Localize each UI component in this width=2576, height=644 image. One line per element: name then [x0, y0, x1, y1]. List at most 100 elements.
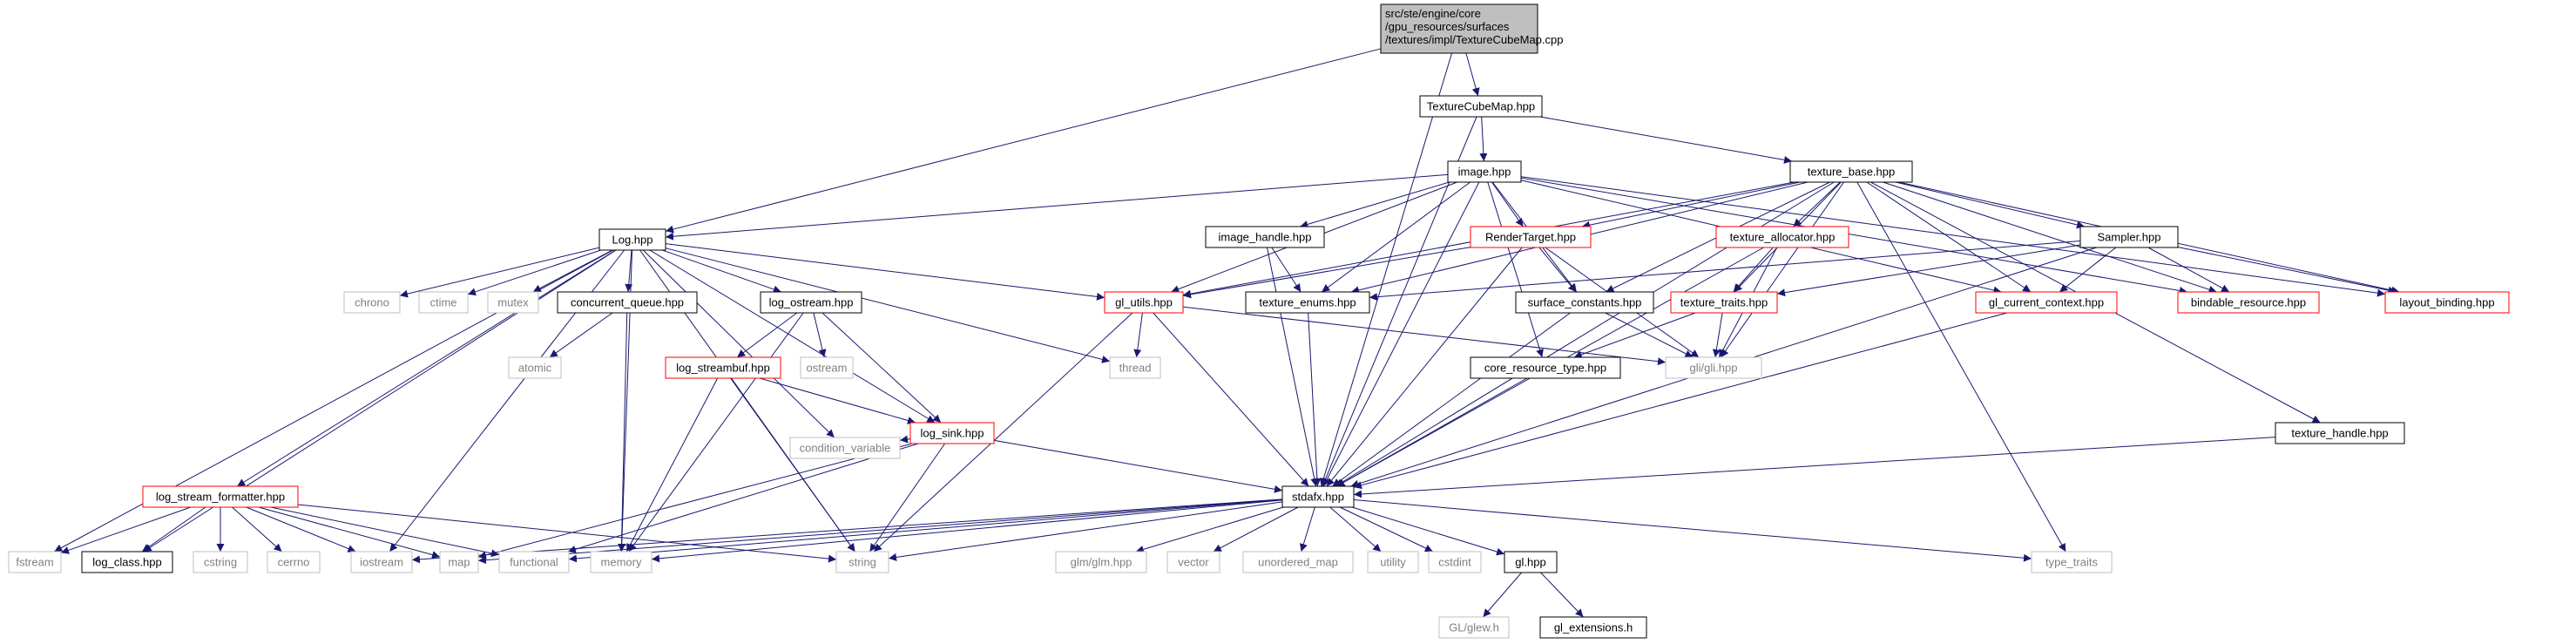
edge-surfconst-to-gli: [1605, 312, 1694, 358]
node-box: [350, 551, 413, 573]
edge-logsink-to-map: [477, 443, 913, 559]
node-logstreambuf[interactable]: log_streambuf.hpp: [665, 356, 781, 379]
node-tcm[interactable]: TextureCubeMap.hpp: [1419, 95, 1543, 118]
edge-rendertarget-to-stdafx: [1326, 247, 1523, 487]
edge-texenums-to-stdafx: [1308, 312, 1322, 487]
node-label: unordered_map: [1258, 556, 1338, 569]
node-label: core_resource_type.hpp: [1484, 362, 1606, 375]
node-typetraits: type_traits: [2031, 551, 2113, 573]
edge-log-to-cqueue: [625, 249, 633, 293]
edge-stdafx-to-string: [888, 501, 1283, 561]
node-box: [1281, 485, 1355, 508]
edge-logfmt-to-functional: [270, 506, 500, 558]
node-label: GL/glew.h: [1449, 621, 1499, 634]
node-box: [1715, 226, 1849, 248]
node-imghandle[interactable]: image_handle.hpp: [1205, 226, 1325, 248]
node-rendertarget[interactable]: RenderTarget.hpp: [1470, 226, 1592, 248]
edge-log-to-logsink: [649, 249, 936, 424]
edge-sampler-to-glctx: [2059, 247, 2117, 293]
node-box: [590, 551, 652, 573]
node-glctx[interactable]: gl_current_context.hpp: [1975, 291, 2118, 314]
node-box: [557, 291, 698, 314]
node-label: utility: [1380, 556, 1406, 569]
edge-cqueue-to-memory: [617, 312, 628, 552]
edge-texbase-to-rendertarget: [1581, 181, 1801, 229]
edge-stdafx-to-cstdint: [1339, 506, 1434, 552]
node-box: [835, 551, 889, 573]
edge-logostream-to-logsink: [821, 312, 942, 424]
node-box: [487, 291, 539, 314]
node-logclass[interactable]: log_class.hpp: [81, 551, 173, 573]
edge-layer: [54, 48, 2400, 618]
edge-stdafx-to-memory: [651, 499, 1283, 563]
node-cstdint: cstdint: [1428, 551, 1482, 573]
node-label: texture_base.hpp: [1808, 166, 1895, 179]
node-texhandle[interactable]: texture_handle.hpp: [2275, 422, 2405, 444]
node-image[interactable]: image.hpp: [1447, 160, 1522, 183]
node-logostream[interactable]: log_ostream.hpp: [760, 291, 862, 314]
edge-surfconst-to-stdafx: [1332, 312, 1571, 487]
node-stdafx[interactable]: stdafx.hpp: [1281, 485, 1355, 508]
node-box: [267, 551, 321, 573]
node-coreres[interactable]: core_resource_type.hpp: [1470, 356, 1621, 379]
edge-glutils-to-stdafx: [1153, 312, 1309, 487]
node-box: [1665, 356, 1762, 379]
edge-tcm-to-texbase: [1539, 116, 1793, 164]
node-label: TextureCubeMap.hpp: [1427, 100, 1535, 113]
node-label: gl_utils.hpp: [1115, 296, 1173, 309]
edge-sampler-to-layoutbind: [2177, 247, 2397, 295]
node-glext[interactable]: gl_extensions.h: [1539, 616, 1647, 639]
node-box: [1447, 160, 1522, 183]
node-box: [1242, 551, 1354, 573]
edge-image-to-texenums: [1321, 181, 1471, 293]
node-label: concurrent_queue.hpp: [571, 296, 684, 309]
edge-log-to-chrono: [399, 247, 600, 298]
node-texalloc[interactable]: texture_allocator.hpp: [1715, 226, 1849, 248]
edge-texbase-to-glctx: [1866, 181, 2032, 293]
node-label: log_stream_formatter.hpp: [156, 491, 285, 504]
node-label: string: [849, 556, 876, 569]
edge-texbase-to-texalloc: [1793, 181, 1841, 227]
node-texenums[interactable]: texture_enums.hpp: [1245, 291, 1370, 314]
node-glutils[interactable]: gl_utils.hpp: [1104, 291, 1184, 314]
node-root[interactable]: src/ste/engine/core/gpu_resources/surfac…: [1380, 3, 1563, 54]
node-sampler[interactable]: Sampler.hpp: [2079, 226, 2179, 248]
node-label: atomic: [518, 362, 552, 375]
node-layoutbind[interactable]: layout_binding.hpp: [2384, 291, 2510, 314]
node-box: [1367, 551, 1419, 573]
node-box: [800, 356, 854, 379]
node-logsink[interactable]: log_sink.hpp: [909, 422, 995, 444]
edge-log-to-thread: [665, 247, 1111, 363]
edge-logfmt-to-logclass: [141, 506, 206, 552]
node-log[interactable]: Log.hpp: [598, 228, 666, 251]
node-box: [2031, 551, 2113, 573]
edge-log-to-ctime: [467, 249, 601, 296]
node-glhpp[interactable]: gl.hpp: [1504, 551, 1558, 573]
edge-image-to-bindres: [1520, 177, 2187, 295]
edge-root-to-log: [665, 48, 1382, 234]
node-chrono: chrono: [343, 291, 401, 314]
edge-glctx-to-stdafx: [1353, 312, 2008, 490]
node-cqueue[interactable]: concurrent_queue.hpp: [557, 291, 698, 314]
edge-logsink-to-functional: [567, 443, 919, 553]
edge-glhpp-to-glew: [1483, 572, 1522, 618]
node-surfconst[interactable]: surface_constants.hpp: [1515, 291, 1654, 314]
node-label: log_class.hpp: [92, 556, 162, 569]
node-texbase[interactable]: texture_base.hpp: [1789, 160, 1913, 183]
node-label: thread: [1119, 362, 1152, 375]
edge-logfmt-to-cerrno: [232, 506, 282, 552]
node-label: log_sink.hpp: [921, 427, 984, 440]
node-atomic: atomic: [508, 356, 562, 379]
node-bindres[interactable]: bindable_resource.hpp: [2177, 291, 2320, 314]
node-fstream: fstream: [8, 551, 62, 573]
node-glm: glm/glm.hpp: [1055, 551, 1147, 573]
node-logfmt[interactable]: log_stream_formatter.hpp: [142, 485, 299, 508]
node-label: stdafx.hpp: [1292, 491, 1344, 504]
node-label: texture_traits.hpp: [1680, 296, 1768, 309]
node-box: [1504, 551, 1558, 573]
edge-logfmt-to-iostream: [246, 506, 356, 552]
node-box: [1470, 356, 1621, 379]
node-cstring: cstring: [193, 551, 248, 573]
node-textraits[interactable]: texture_traits.hpp: [1670, 291, 1778, 314]
edge-logostream-to-logstreambuf: [736, 312, 798, 358]
